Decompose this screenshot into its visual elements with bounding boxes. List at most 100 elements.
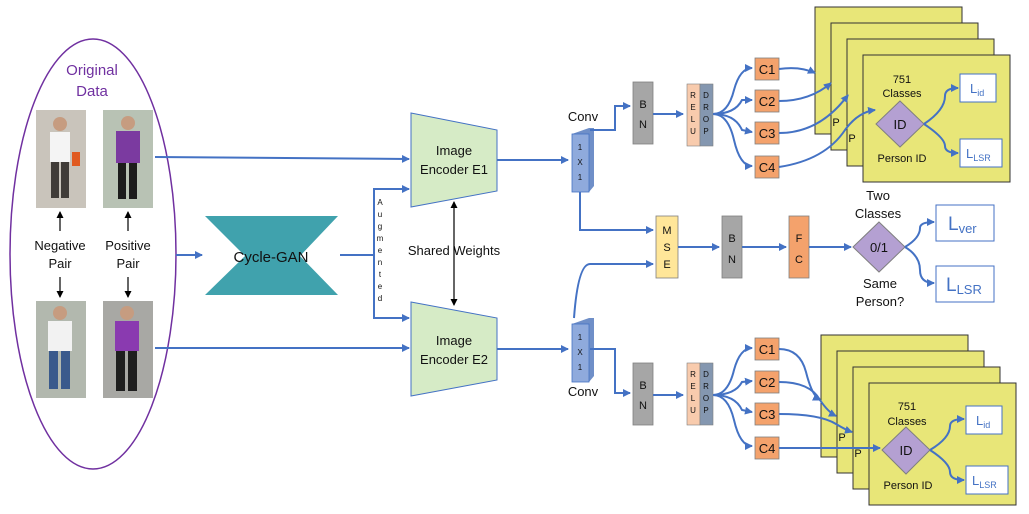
- svg-text:e: e: [378, 246, 383, 255]
- fan-bottom-c3: [712, 394, 753, 415]
- positive-person-image-top: [103, 110, 153, 208]
- negative-person-image-top: [36, 110, 86, 208]
- svg-text:u: u: [378, 210, 382, 219]
- svg-text:R: R: [690, 370, 696, 379]
- svg-text:R: R: [703, 103, 709, 112]
- svg-text:P: P: [848, 133, 855, 145]
- loss-ver-box: [935, 204, 995, 242]
- flow-c3-bottom-to-card: [778, 413, 853, 434]
- flow-c1-bottom-to-card: [778, 348, 821, 401]
- image-encoder-e2: [410, 301, 498, 397]
- flow-augmented-to-e1: [373, 185, 410, 255]
- loss-ver: Lver: [948, 214, 977, 236]
- cyclegan-block: [205, 216, 338, 295]
- id-card-stack-top: P P: [814, 6, 1011, 183]
- svg-text:A: A: [377, 198, 383, 207]
- svg-text:C2: C2: [759, 375, 776, 390]
- verification-decision: [852, 221, 906, 273]
- verification-decision-label: 0/1: [870, 240, 888, 255]
- negative-pair-label-line1: Negative: [34, 238, 85, 253]
- flow-c2-bottom-to-card: [778, 381, 837, 417]
- svg-text:S: S: [663, 242, 670, 254]
- loss-id-top-box: [959, 73, 997, 103]
- id-card-bottom-classes-count: 751: [898, 401, 916, 413]
- svg-text:t: t: [379, 270, 382, 279]
- svg-text:L: L: [691, 115, 696, 124]
- fan-bottom-c4: [712, 394, 753, 450]
- svg-text:B: B: [728, 233, 735, 245]
- svg-text:N: N: [639, 119, 647, 131]
- id-card-top-classes-label: Classes: [882, 88, 922, 100]
- bn-top-block: B N: [632, 81, 654, 145]
- svg-text:1: 1: [578, 333, 583, 342]
- verif-top-line2: Classes: [855, 206, 902, 221]
- classifier-bottom-c2: C2: [754, 370, 780, 394]
- flow-decision-to-llsr: [904, 246, 935, 287]
- fan-top-c1: [712, 64, 753, 115]
- classifier-bottom-c4: C4: [754, 436, 780, 460]
- drop-top-block: D R O P: [699, 83, 714, 147]
- original-data-ellipse: [9, 38, 177, 470]
- relu-top-block: R E L U: [686, 83, 701, 147]
- svg-text:E: E: [663, 259, 670, 271]
- fan-bottom-c1: [712, 344, 753, 396]
- svg-text:R: R: [690, 91, 696, 100]
- svg-text:P: P: [703, 406, 708, 415]
- svg-text:C3: C3: [759, 126, 776, 141]
- svg-text:F: F: [796, 233, 803, 245]
- svg-text:U: U: [690, 406, 696, 415]
- classifier-top-c1: C1: [754, 57, 780, 81]
- loss-lsr-bottom: LLSR: [972, 473, 997, 490]
- classifier-bottom-c1: C1: [754, 337, 780, 361]
- fan-top-c4: [712, 113, 753, 170]
- bn-bottom-block: B N: [632, 362, 654, 426]
- id-decision-top-label: ID: [894, 117, 907, 132]
- loss-lsr-middle-box: [935, 265, 995, 303]
- flow-id-bottom-to-llsr: [929, 449, 965, 484]
- id-card-bottom-classes-label: Classes: [887, 416, 927, 428]
- image-encoder-e1: [410, 112, 498, 208]
- bn-middle-block: B N: [721, 215, 743, 279]
- verif-bottom-line2: Person?: [856, 294, 904, 309]
- conv-bottom-block: 1 X 1: [571, 318, 594, 383]
- svg-text:P: P: [832, 117, 839, 129]
- svg-text:B: B: [639, 99, 646, 111]
- flow-conv-bottom-to-bn: [590, 348, 631, 397]
- flow-c3-top-to-card: [778, 94, 849, 134]
- encoder-e2-line1: Image: [436, 333, 472, 348]
- svg-text:P: P: [703, 127, 708, 136]
- svg-text:1: 1: [578, 173, 583, 182]
- fan-top-c3: [712, 113, 753, 135]
- id-decision-bottom: [881, 426, 931, 475]
- positive-pair-label-line2: Pair: [116, 256, 140, 271]
- flow-decision-to-lver: [904, 218, 935, 248]
- loss-lsr-bottom-box: [965, 465, 1009, 495]
- classifier-bottom-c3: C3: [754, 402, 780, 426]
- svg-text:m: m: [377, 234, 384, 243]
- svg-text:O: O: [703, 115, 709, 124]
- svg-text:e: e: [378, 282, 383, 291]
- svg-text:n: n: [378, 258, 382, 267]
- positive-pair-label-line1: Positive: [105, 238, 151, 253]
- id-card-top-bottom-label: Person ID: [878, 153, 927, 165]
- svg-text:M: M: [662, 225, 671, 237]
- svg-text:U: U: [690, 127, 696, 136]
- svg-text:P: P: [838, 432, 845, 444]
- original-data-title-line1: Original: [66, 62, 118, 79]
- svg-text:O: O: [703, 394, 709, 403]
- conv-top-label: Conv: [568, 109, 599, 124]
- augmented-label: A u g m e n t e d: [377, 198, 384, 303]
- svg-text:E: E: [690, 382, 695, 391]
- flow-c2-top-to-card: [778, 82, 832, 102]
- svg-text:E: E: [690, 103, 695, 112]
- flow-original-to-e1: [154, 154, 410, 163]
- svg-text:R: R: [703, 382, 709, 391]
- mse-block: M S E: [655, 215, 679, 279]
- id-decision-top: [875, 100, 925, 148]
- original-data-title-line2: Data: [76, 83, 108, 100]
- negative-pair-label-line2: Pair: [48, 256, 72, 271]
- svg-text:D: D: [703, 91, 709, 100]
- svg-text:P: P: [854, 448, 861, 460]
- classifier-top-c4: C4: [754, 155, 780, 179]
- svg-text:N: N: [728, 254, 736, 266]
